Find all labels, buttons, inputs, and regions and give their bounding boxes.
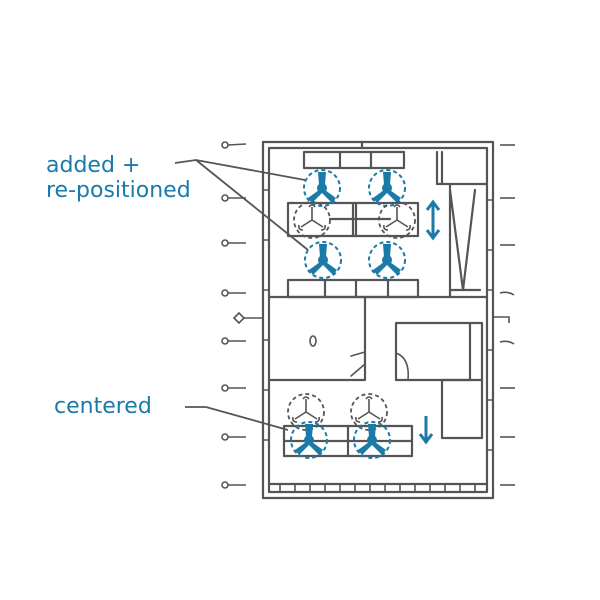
left-column-markers	[221, 141, 263, 489]
double-arrow-icon	[425, 199, 441, 241]
side-room	[440, 378, 484, 440]
meeting-room-left	[267, 295, 367, 382]
bottom-window-strip	[267, 482, 489, 492]
seat-old-icon	[293, 201, 331, 239]
annotation-centered: centered	[54, 394, 152, 419]
annotation-added: added +	[46, 153, 140, 178]
meeting-room-right	[394, 321, 484, 382]
building-walls	[261, 140, 495, 500]
top-desks	[302, 150, 406, 170]
annotation-repositioned: re-positioned	[46, 178, 191, 203]
down-arrow-icon	[418, 416, 434, 445]
lower-top-desks	[286, 278, 420, 299]
middle-desks	[286, 201, 420, 238]
seat-new-icon	[368, 169, 406, 207]
seat-new-icon	[303, 169, 341, 207]
storage-column	[435, 150, 489, 298]
seat-new-icon	[368, 241, 406, 279]
seat-new-icon	[304, 241, 342, 279]
right-column-markers	[493, 144, 515, 486]
leader-lines	[174, 159, 309, 431]
